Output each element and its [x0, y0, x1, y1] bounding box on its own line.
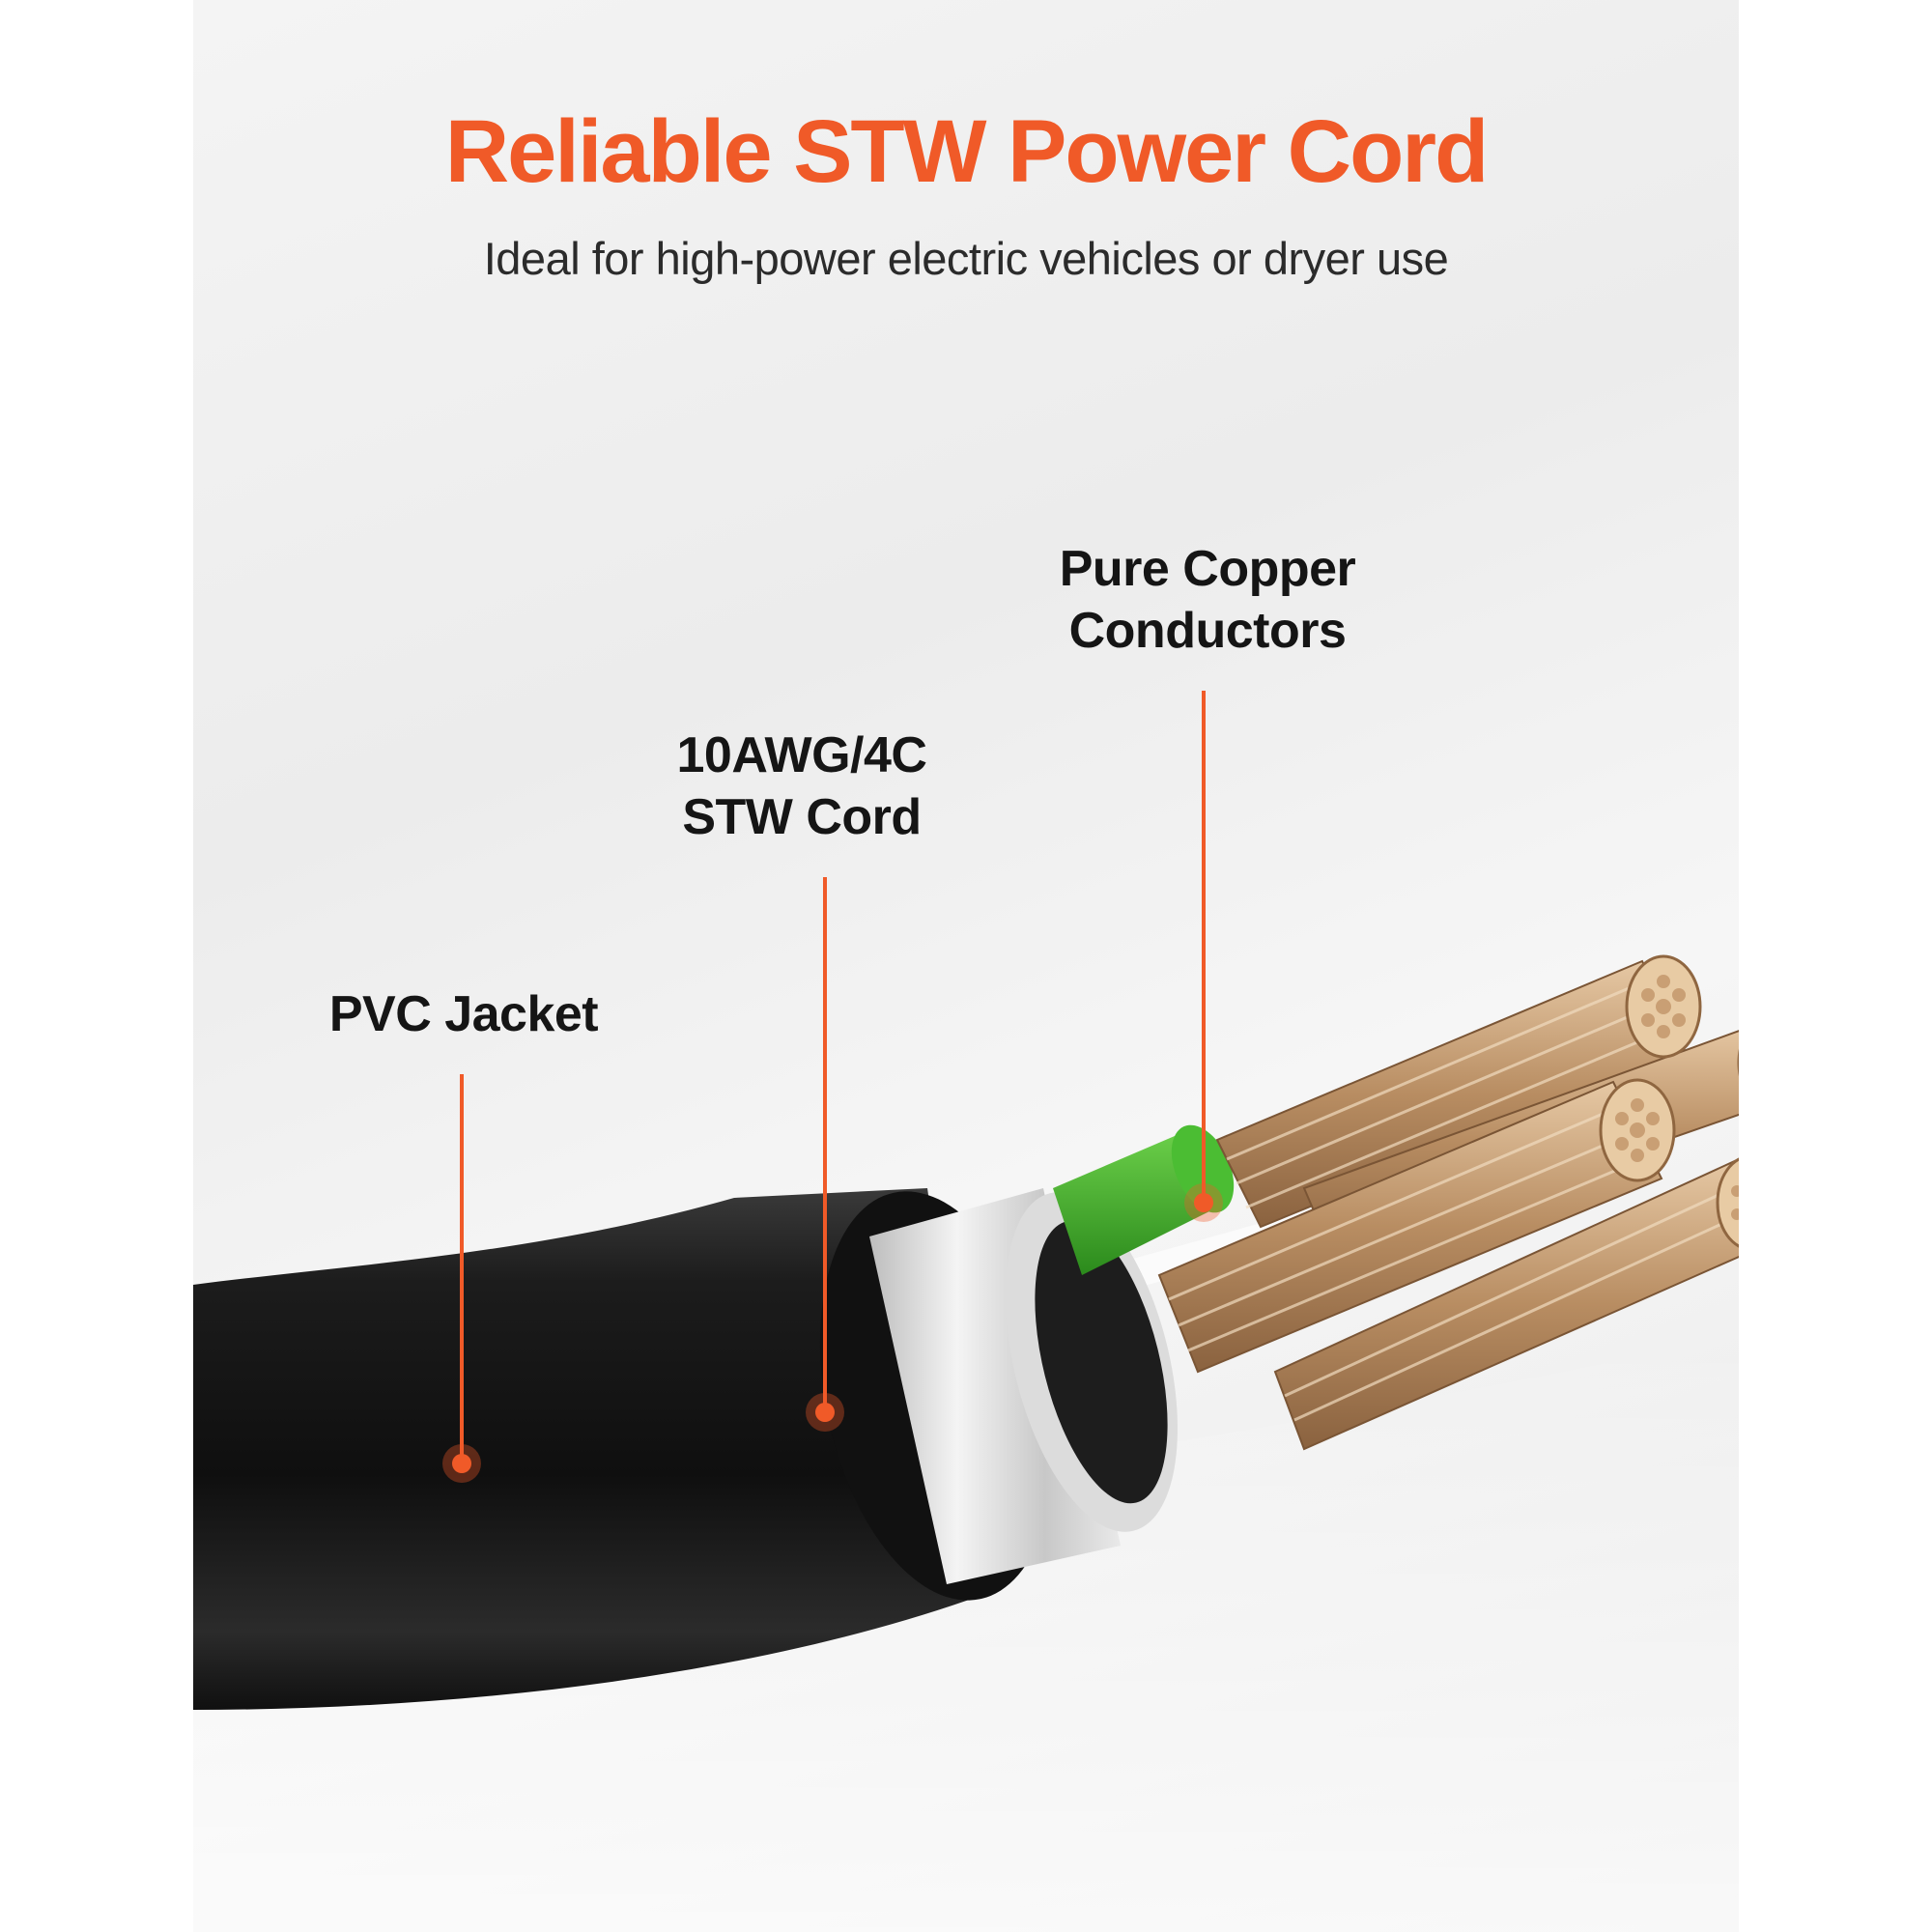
callout-pvc: [442, 1074, 481, 1483]
background-swoosh: [193, 1333, 1739, 1932]
pvc-jacket-shape: [193, 1188, 985, 1710]
cable-illustration: [193, 691, 1739, 1932]
page-title: Reliable STW Power Cord: [444, 102, 1490, 201]
label-stw-cord-line1: 10AWG/4C: [676, 727, 927, 783]
label-copper-line2: Conductors: [1068, 603, 1347, 659]
label-copper-conductors: Pure Copper Conductors: [1024, 538, 1391, 662]
label-copper-line1: Pure Copper: [1059, 541, 1356, 597]
page-subtitle: Ideal for high-power electric vehicles o…: [483, 233, 1449, 284]
callout-stw: [806, 877, 844, 1432]
callout-copper: [1184, 691, 1223, 1222]
label-stw-cord: 10AWG/4C STW Cord: [657, 724, 947, 848]
product-panel: Reliable STW Power Cord Ideal for high-p…: [193, 0, 1739, 1932]
label-stw-cord-line2: STW Cord: [682, 789, 922, 845]
label-pvc-jacket: PVC Jacket: [299, 983, 628, 1045]
label-pvc-jacket-text: PVC Jacket: [328, 986, 599, 1042]
